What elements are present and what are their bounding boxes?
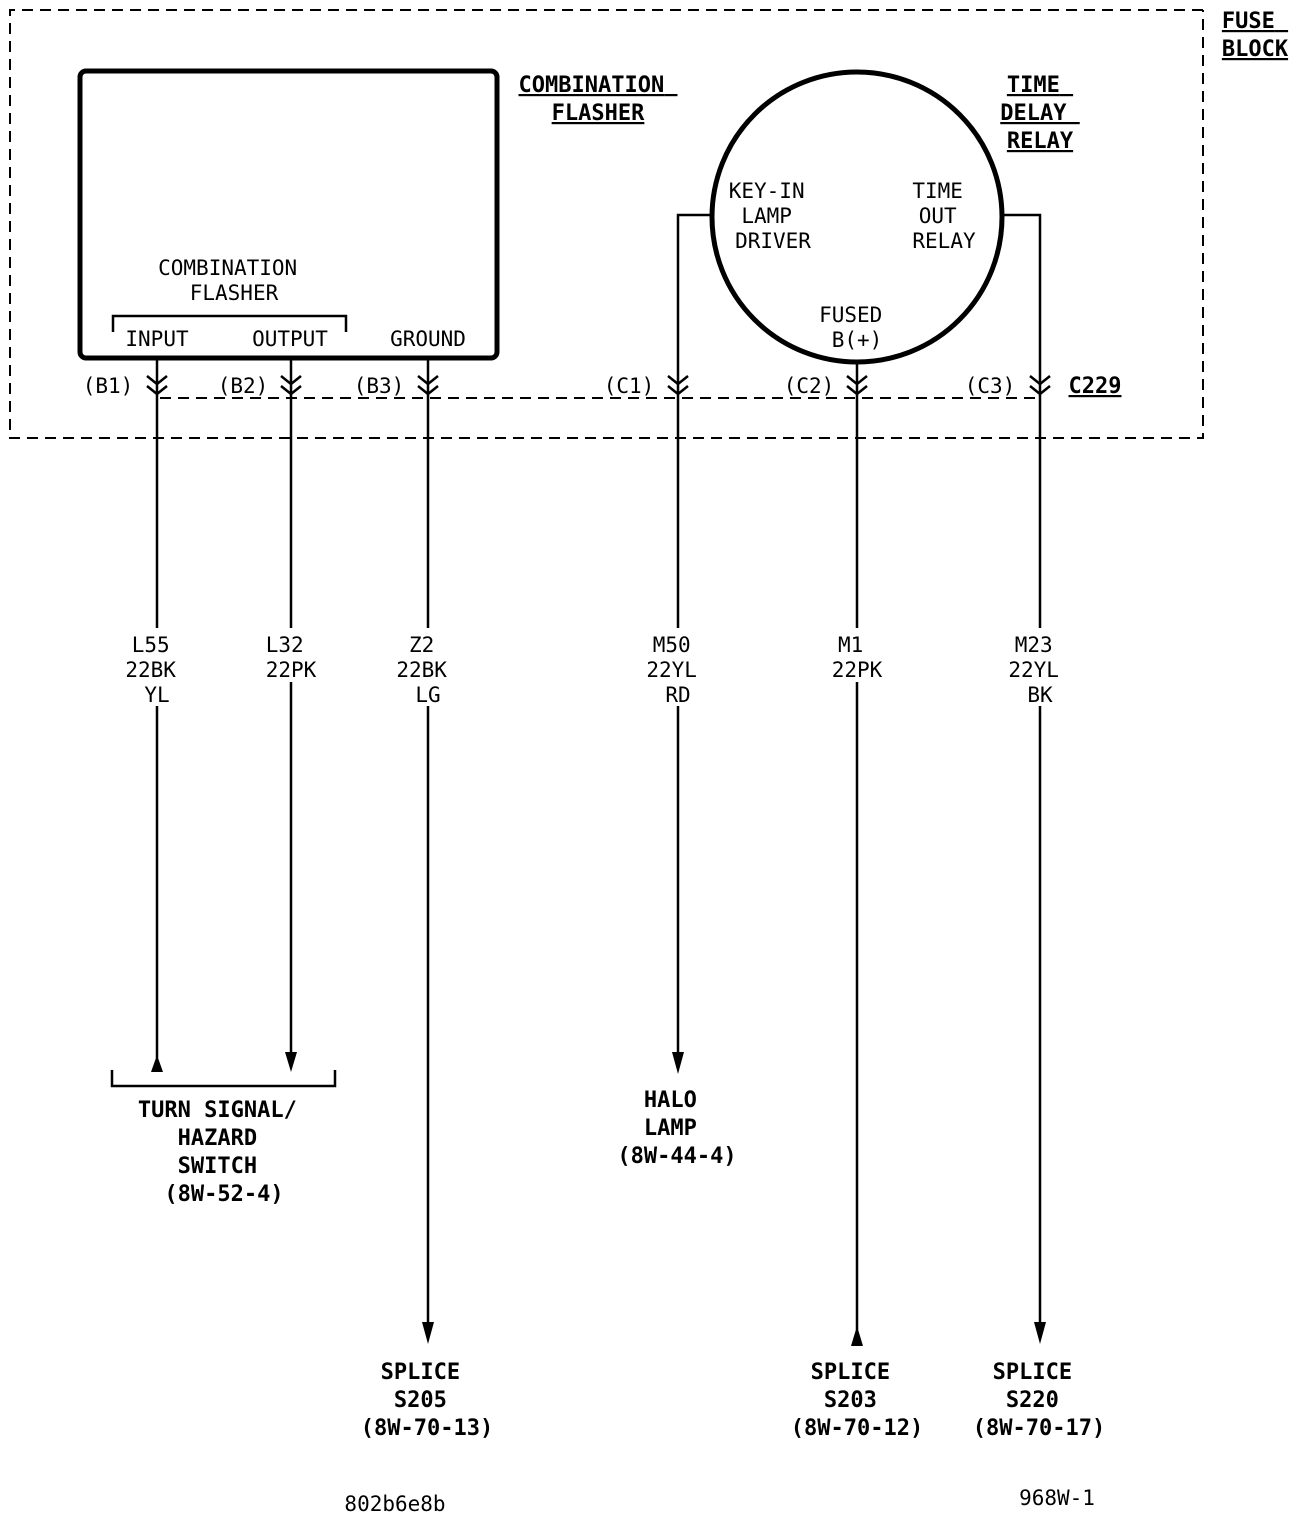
fuse-block-label: FUSE BLOCK bbox=[1222, 9, 1289, 62]
arrow-up-l55-icon bbox=[151, 1055, 163, 1072]
flasher-output-label: OUTPUT bbox=[252, 327, 328, 351]
footer-right-code: 968W-1 bbox=[1019, 1486, 1095, 1510]
fused-b-plus-label: FUSED B(+) bbox=[819, 303, 895, 352]
combination-flasher-box bbox=[77, 68, 500, 361]
pin-c1-label: (C1) bbox=[604, 374, 655, 398]
arrow-down-l32-icon bbox=[285, 1052, 297, 1072]
combination-flasher-inner-label: COMBINATION FLASHER bbox=[158, 256, 310, 305]
wire-m50-label: M50 22YL RD bbox=[646, 633, 709, 707]
turn-signal-bracket bbox=[110, 1070, 337, 1088]
splice-s203-label: SPLICE S203 (8W-70-12) bbox=[791, 1360, 923, 1441]
wire-m23-label: M23 22YL BK bbox=[1008, 633, 1071, 707]
wire-z2-label: Z2 22BK LG bbox=[396, 633, 459, 707]
time-delay-relay-title: TIME DELAY RELAY bbox=[1000, 73, 1079, 154]
footer-left-code: 802b6e8b bbox=[344, 1492, 445, 1516]
pin-b2-label: (B2) bbox=[218, 374, 269, 398]
flasher-ground-label: GROUND bbox=[390, 327, 466, 351]
splice-s220-label: SPLICE S220 (8W-70-17) bbox=[973, 1360, 1105, 1441]
pin-b3-label: (B3) bbox=[354, 374, 405, 398]
wire-m1-label: M1 22PK bbox=[832, 633, 883, 682]
wire-l32-label: L32 22PK bbox=[266, 633, 317, 682]
wire-arrowheads bbox=[151, 1052, 1046, 1346]
pin-c2-label: (C2) bbox=[784, 374, 835, 398]
key-in-lamp-driver-label: KEY-IN LAMP DRIVER bbox=[729, 179, 818, 253]
relay-c1-lead bbox=[676, 213, 712, 372]
pin-c3-label: (C3) bbox=[965, 374, 1016, 398]
connector-c229-label: C229 bbox=[1069, 374, 1122, 399]
arrow-down-m23-icon bbox=[1034, 1322, 1046, 1344]
connector-chevrons bbox=[146, 375, 1051, 396]
arrow-down-m50-icon bbox=[672, 1052, 684, 1074]
arrow-down-z2-icon bbox=[422, 1322, 434, 1344]
time-out-relay-label: TIME OUT RELAY bbox=[912, 179, 976, 253]
fuse-block-outline bbox=[9, 9, 1204, 439]
combination-flasher-title: COMBINATION FLASHER bbox=[519, 73, 678, 126]
halo-lamp-label: HALO LAMP (8W-44-4) bbox=[617, 1088, 736, 1169]
relay-c3-lead bbox=[1002, 213, 1042, 372]
splice-s205-label: SPLICE S205 (8W-70-13) bbox=[361, 1360, 493, 1441]
wire-l55-label: L55 22BK YL bbox=[125, 633, 188, 707]
flasher-internal-bracket bbox=[111, 314, 348, 332]
turn-signal-hazard-switch-label: TURN SIGNAL/ HAZARD SWITCH (8W-52-4) bbox=[138, 1098, 310, 1207]
arrow-up-m1-icon bbox=[851, 1326, 863, 1346]
pin-b1-label: (B1) bbox=[83, 374, 134, 398]
flasher-input-label: INPUT bbox=[125, 327, 189, 351]
